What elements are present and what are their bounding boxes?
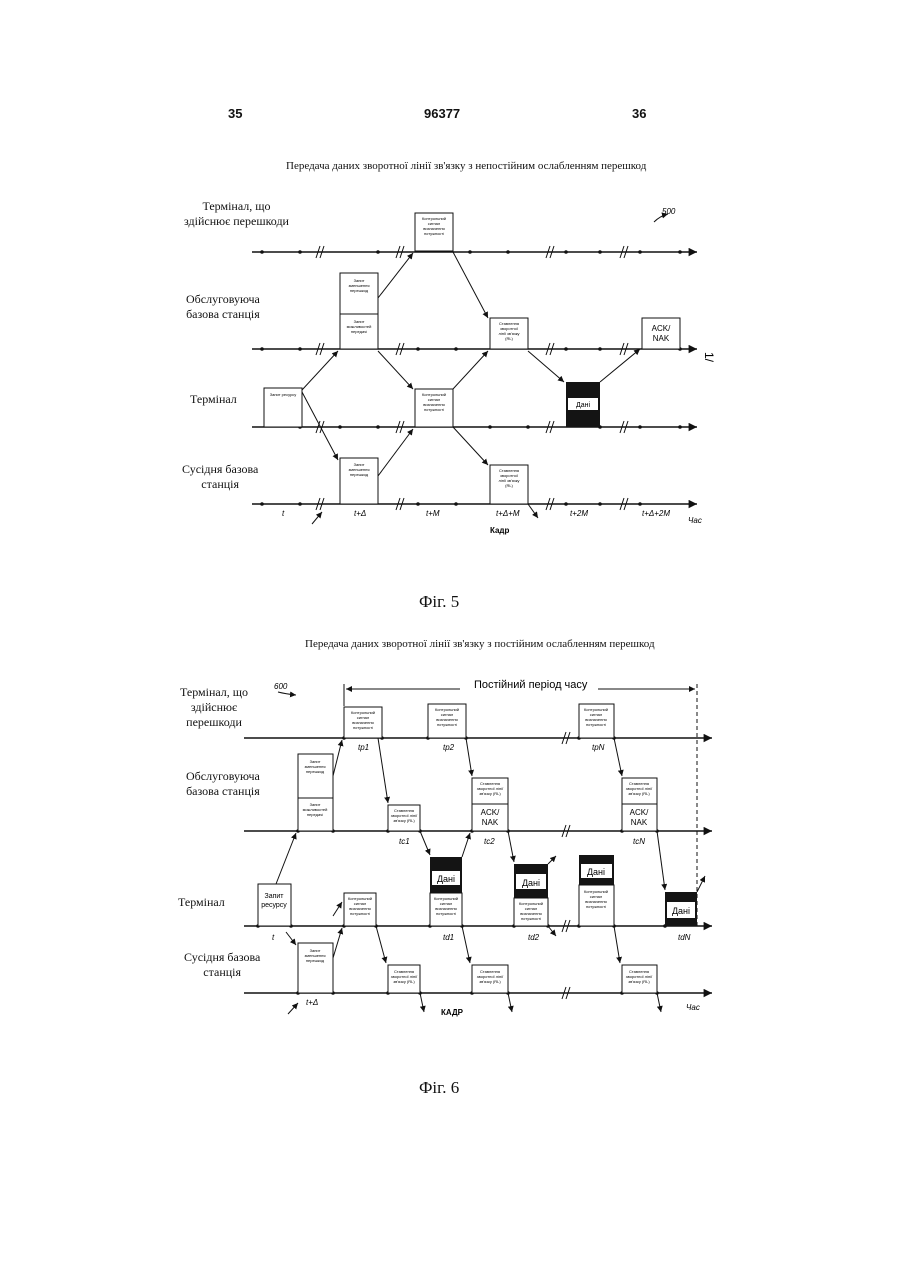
fig6-box-term-control-4: Контрольнийсигналвизначенняпотужності [579,885,614,926]
fig6-box-srv-rl-2: Ставленнязворотної лініїзв'язку (RL) [472,778,508,804]
fig6-ref-number: 600 [274,682,288,691]
svg-text:t: t [272,933,275,942]
fig6-box-srv-ack-2: ACK/NAK [472,804,508,831]
svg-text:tc1: tc1 [399,837,410,846]
fig6-box-nb-rl-n: Ставленнязворотної лініїзв'язку (RL) [622,965,657,993]
svg-text:tcN: tcN [633,837,645,846]
svg-text:tp2: tp2 [443,743,455,752]
fig6-box-srv-rl-n: Ставленнязворотної лініїзв'язку (RL) [622,778,657,804]
svg-text:tdN: tdN [678,933,691,942]
svg-text:tpN: tpN [592,743,605,752]
svg-text:Ставленнязворотної лініїзв'язк: Ставленнязворотної лініїзв'язку (RL) [477,969,504,984]
svg-text:Ставленнязворотної лініїзв'язк: Ставленнязворотної лініїзв'язку (RL) [626,781,653,796]
svg-text:Контрольнийсигналвизначенняпот: Контрольнийсигналвизначенняпотужності [519,901,543,921]
fig6-box-term-data-2: Дані [514,864,548,898]
fig6-box-int-control-1: Контрольнийсигналвизначенняпотужності [344,707,382,738]
fig6-box-term-data-1: Дані [430,857,462,893]
svg-text:Ставленнязворотної лініїзв'язк: Ставленнязворотної лініїзв'язку (RL) [626,969,653,984]
fig6-box-srv-ack-n: ACK/NAK [622,804,657,831]
fig6-box-int-control-n: Контрольнийсигналвизначенняпотужності [579,704,614,738]
svg-text:tc2: tc2 [484,837,495,846]
svg-text:Ставленнязворотної лініїзв'язк: Ставленнязворотної лініїзв'язку (RL) [391,969,418,984]
svg-text:Контрольнийсигналвизначенняпот: Контрольнийсигналвизначенняпотужності [584,889,608,909]
svg-text:Запитресурсу: Запитресурсу [261,893,287,909]
fig6-box-term-resource: Запитресурсу [258,884,291,926]
svg-text:Дані: Дані [522,878,540,888]
svg-text:td2: td2 [528,933,540,942]
svg-text:Контрольнийсигналвизначенняпот: Контрольнийсигналвизначенняпотужності [348,896,372,916]
fig6-timeline-breaks [562,732,570,999]
svg-text:Контрольнийсигналвизначенняпот: Контрольнийсигналвизначенняпотужності [351,710,375,730]
svg-text:ACK/NAK: ACK/NAK [481,808,500,827]
fig6-period-label: Постійний період часу [474,679,588,691]
fig6-box-srv-capability: Запитможливостейпередачі [298,798,333,831]
svg-text:t+Δ: t+Δ [306,998,318,1007]
fig6-box-srv-request: Запитзменшенняперешкод [298,754,333,798]
fig6-box-term-data-3: Дані [579,855,614,885]
fig6-box-term-control-3: Контрольнийсигналвизначенняпотужності [514,898,548,926]
svg-text:Дані: Дані [587,867,605,877]
fig6-ref-arrow [278,692,296,695]
svg-text:Ставленнязворотної лініїзв'язк: Ставленнязворотної лініїзв'язку (RL) [391,808,418,823]
fig6-box-srv-rl-1: Ставленнязворотної лініїзв'язку (RL) [388,805,420,831]
fig6-box-nb-request: Запитзменшенняперешкод [298,943,333,993]
svg-text:tp1: tp1 [358,743,369,752]
fig6-box-nb-rl-2: Ставленнязворотної лініїзв'язку (RL) [472,965,508,993]
fig6-box-nb-rl-1: Ставленнязворотної лініїзв'язку (RL) [388,965,420,993]
svg-text:Контрольнийсигналвизначенняпот: Контрольнийсигналвизначенняпотужності [434,896,458,916]
svg-text:Дані: Дані [437,874,455,884]
svg-text:Контрольнийсигналвизначенняпот: Контрольнийсигналвизначенняпотужності [584,707,608,727]
fig6-box-term-control-1: Контрольнийсигналвизначенняпотужності [344,893,376,926]
fig6-frame-label: КАДР [441,1008,464,1017]
svg-text:td1: td1 [443,933,454,942]
fig6-box-term-data-n: Дані [665,892,697,926]
svg-text:Ставленнязворотної лініїзв'язк: Ставленнязворотної лініїзв'язку (RL) [477,781,504,796]
svg-text:Дані: Дані [672,906,690,916]
fig6-box-term-control-2: Контрольнийсигналвизначенняпотужності [430,893,462,926]
fig6-axis-time: Час [686,1003,700,1012]
svg-text:Контрольнийсигналвизначенняпот: Контрольнийсигналвизначенняпотужності [435,707,459,727]
svg-text:ACK/NAK: ACK/NAK [630,808,649,827]
fig6-box-int-control-2: Контрольнийсигналвизначенняпотужності [428,704,466,738]
fig6-caption: Фіг. 6 [419,1078,459,1098]
